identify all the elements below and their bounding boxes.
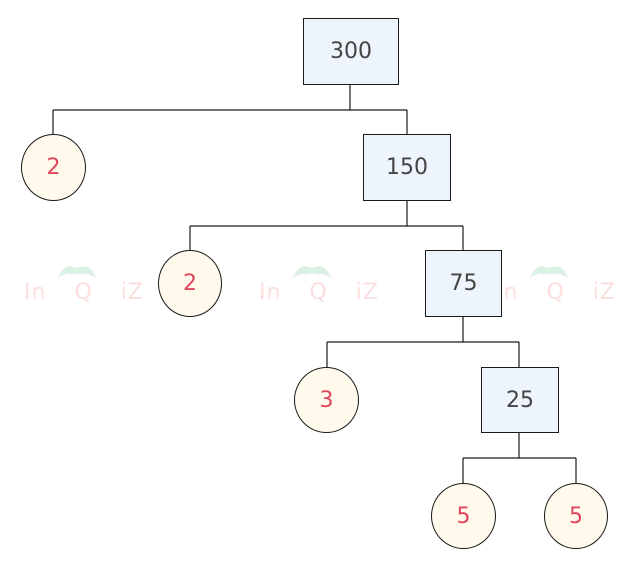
node-75-label: 75 [449,271,478,296]
prime-node-3: 3 [294,367,359,433]
watermark-text-right: iZ [355,280,379,305]
node-25: 25 [481,367,559,433]
prime-node-label: 5 [569,503,583,529]
watermark-text-right: iZ [592,280,616,305]
prime-node-label: 5 [456,503,471,529]
watermark-text-mid: Q [546,280,565,305]
watermark-text-mid: Q [309,280,328,305]
prime-node-5-second: 5 [544,483,608,549]
owl-logo-icon [293,266,331,278]
prime-node-2-first: 2 [21,134,86,201]
watermark-text-left: In [24,280,47,305]
node-25-label: 25 [506,387,534,413]
node-300-label: 300 [330,39,372,64]
owl-logo-icon [58,266,96,278]
prime-node-5-first: 5 [431,483,496,549]
prime-node-label: 2 [46,155,61,180]
node-300: 300 [303,18,399,85]
prime-node-label: 3 [319,387,334,413]
watermark-text-right: iZ [120,280,144,305]
watermark-text-mid: Q [74,280,93,305]
node-150: 150 [363,134,451,201]
prime-node-label: 2 [183,271,197,296]
owl-logo-icon [530,266,568,278]
prime-node-2-second: 2 [158,250,222,317]
node-150-label: 150 [386,155,428,180]
watermark-text-left: In [259,280,282,305]
node-75: 75 [425,250,502,317]
